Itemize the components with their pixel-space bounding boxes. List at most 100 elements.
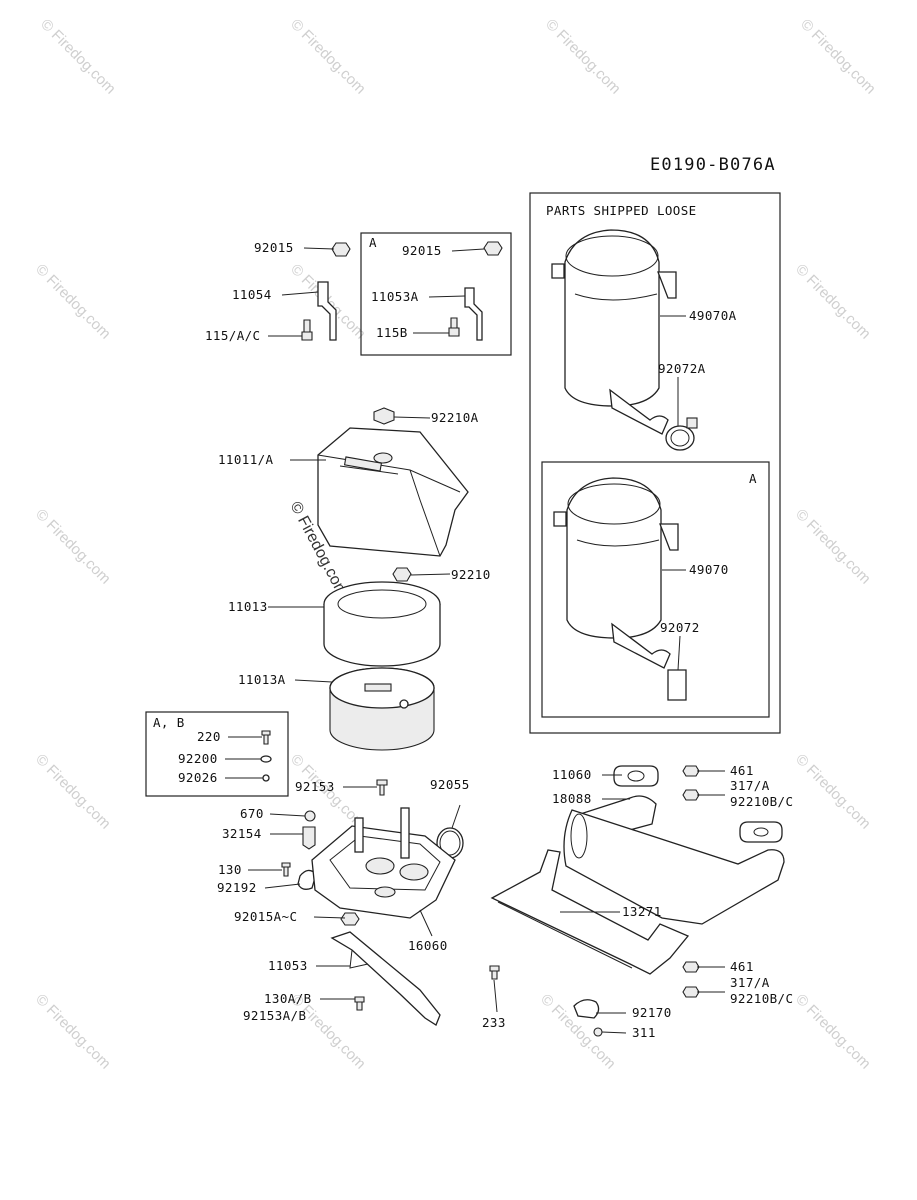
- watermark: © Firedog.com: [32, 506, 114, 588]
- nut-317a-top: [682, 789, 700, 801]
- gasket-right: [739, 821, 783, 843]
- label-311: 311: [632, 1025, 656, 1040]
- label-18088: 18088: [552, 791, 592, 806]
- label-32154: 32154: [222, 826, 262, 841]
- label-130a-b: 130A/B: [264, 991, 312, 1006]
- label-92015-a: 92015: [402, 243, 442, 258]
- air-filter-element-11013a: [329, 667, 435, 751]
- air-cleaner-base-16060: [311, 807, 456, 919]
- clamp-92072a: [665, 417, 698, 451]
- label-92170: 92170: [632, 1005, 672, 1020]
- leader-lines: [225, 247, 725, 1034]
- bracket-11054: [317, 281, 337, 341]
- diagram-code: E0190-B076A: [650, 155, 776, 175]
- label-92026: 92026: [178, 770, 218, 785]
- fitting-32154: [302, 826, 316, 850]
- label-670: 670: [240, 806, 264, 821]
- label-49070: 49070: [689, 562, 729, 577]
- air-cleaner-cover-11011: [317, 427, 469, 557]
- box-variant-a-muffler: [541, 461, 770, 718]
- watermark: © Firedog.com: [287, 16, 369, 98]
- exhaust-pipe-18088: [563, 795, 785, 925]
- washer-92200: [260, 755, 272, 763]
- label-92200: 92200: [178, 751, 218, 766]
- nut-461-top: [682, 765, 700, 777]
- watermark: © Firedog.com: [37, 16, 119, 98]
- label-11053: 11053: [268, 958, 308, 973]
- bolt-92153: [376, 779, 388, 796]
- box-parts-shipped-loose: [529, 192, 781, 734]
- watermark: © Firedog.com: [792, 261, 874, 343]
- watermark: © Firedog.com: [32, 991, 114, 1073]
- label-92210bc-bottom: 92210B/C: [730, 991, 793, 1006]
- bolt-233: [489, 965, 500, 980]
- label-92210a: 92210A: [431, 410, 479, 425]
- label-233: 233: [482, 1015, 506, 1030]
- gasket-11060: [613, 765, 659, 787]
- label-11060: 11060: [552, 767, 592, 782]
- nut-92210: [392, 567, 412, 582]
- bracket-11053a: [464, 287, 483, 341]
- box-variant-ab: [145, 711, 289, 797]
- bolt-130ab: [354, 996, 365, 1011]
- cap-670: [304, 810, 316, 822]
- label-13271: 13271: [622, 904, 662, 919]
- label-92055: 92055: [430, 777, 470, 792]
- watermark: © Firedog.com: [792, 991, 874, 1073]
- watermark: © Firedog.com: [797, 16, 879, 98]
- nut-317a-bottom: [682, 986, 700, 998]
- label-130: 130: [218, 862, 242, 877]
- label-11011-a: 11011/A: [218, 452, 274, 467]
- label-317a-bottom: 317/A: [730, 975, 770, 990]
- box-a-muffler-tag: A: [749, 471, 757, 486]
- label-92153: 92153: [295, 779, 335, 794]
- watermark: © Firedog.com: [792, 506, 874, 588]
- nut-92210a: [373, 407, 395, 425]
- label-92153a-b: 92153A/B: [243, 1008, 306, 1023]
- clamp-92072: [667, 669, 687, 701]
- label-317a-top: 317/A: [730, 778, 770, 793]
- label-92072a: 92072A: [658, 361, 706, 376]
- hose-92192: [297, 869, 317, 890]
- label-461-top: 461: [730, 763, 754, 778]
- watermark: © Firedog.com: [32, 751, 114, 833]
- clamp-92170: [573, 999, 600, 1019]
- bracket-11053: [330, 931, 441, 1026]
- bolt-220: [261, 730, 271, 745]
- label-115-a-c: 115/A/C: [205, 328, 260, 343]
- nut-92015: [331, 242, 351, 257]
- bolt-130: [281, 862, 291, 877]
- part-labels: 92015 11054 115/A/C 92015 11053A 115B 92…: [178, 240, 793, 1040]
- bolt-115-a-c: [301, 319, 313, 341]
- label-49070a: 49070A: [689, 308, 737, 323]
- bolt-311: [593, 1027, 603, 1037]
- nut-461-bottom: [682, 961, 700, 973]
- label-92192: 92192: [217, 880, 257, 895]
- label-115b: 115B: [376, 325, 408, 340]
- label-92210: 92210: [451, 567, 491, 582]
- label-11013: 11013: [228, 599, 268, 614]
- parts-shipped-loose-heading: PARTS SHIPPED LOOSE: [546, 203, 697, 218]
- label-92210bc-top: 92210B/C: [730, 794, 793, 809]
- watermark: © Firedog.com: [542, 16, 624, 98]
- label-92072: 92072: [660, 620, 700, 635]
- label-220: 220: [197, 729, 221, 744]
- label-11013a: 11013A: [238, 672, 286, 687]
- box-variant-a-top: [360, 232, 512, 356]
- box-a-tag: A: [369, 235, 377, 250]
- label-11053a: 11053A: [371, 289, 419, 304]
- muffler-49070a: [551, 229, 677, 435]
- o-ring-92026: [262, 774, 270, 782]
- label-92015a-c: 92015A~C: [234, 909, 297, 924]
- nut-92015a-c: [340, 912, 360, 926]
- muffler-49070: [553, 477, 679, 669]
- label-11054: 11054: [232, 287, 272, 302]
- nut-92015-a: [483, 241, 503, 256]
- label-92015: 92015: [254, 240, 294, 255]
- bolt-115b: [448, 317, 460, 337]
- label-16060: 16060: [408, 938, 448, 953]
- watermark: © Firedog.com: [32, 261, 114, 343]
- pre-cleaner-11013: [323, 581, 441, 667]
- box-ab-tag: A, B: [153, 715, 185, 730]
